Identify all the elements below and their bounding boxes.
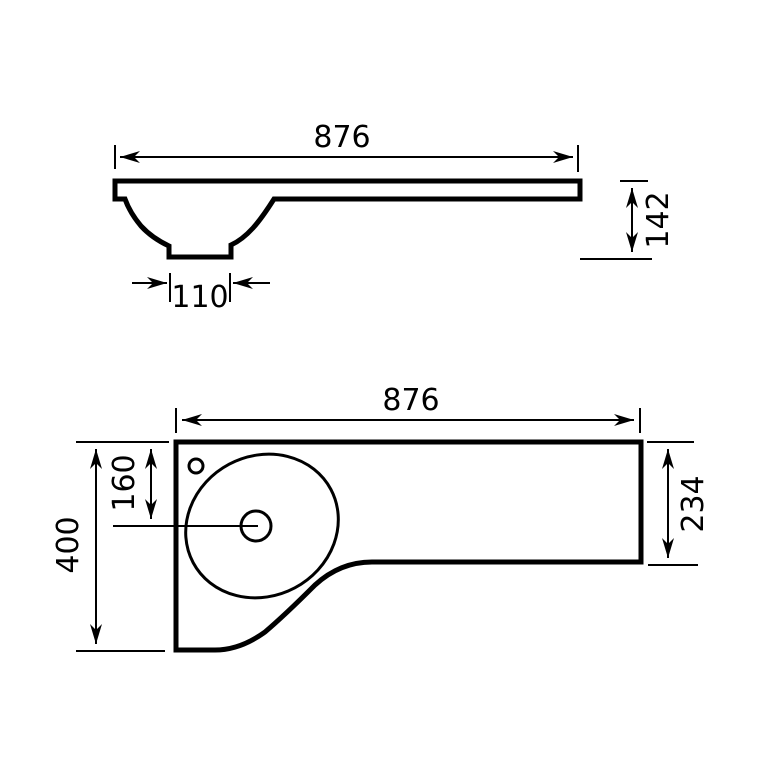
basin-bottom-dimension: 110: [132, 273, 270, 315]
top-outline: [173, 439, 644, 653]
top-view: 876 400 160 234: [51, 383, 711, 653]
waste-offset-label: 160: [107, 454, 142, 511]
top-depth-label: 400: [51, 516, 86, 573]
side-profile-outline: [112, 178, 583, 260]
basin-bottom-label: 110: [171, 280, 228, 315]
tap-hole: [187, 457, 205, 475]
shelf-depth-label: 234: [676, 475, 711, 532]
waste-offset-dimension: 160: [107, 449, 157, 519]
side-height-dimension: 142: [580, 180, 676, 260]
side-height-label: 142: [641, 191, 676, 248]
top-width-label: 876: [382, 383, 439, 418]
side-view: 876 110 142: [112, 120, 676, 315]
top-depth-dimension: 400: [51, 441, 169, 652]
top-width-dimension: 876: [175, 383, 641, 433]
basin-bowl: [184, 452, 340, 600]
side-width-label: 876: [313, 120, 370, 155]
side-width-dimension: 876: [114, 120, 579, 172]
shelf-depth-dimension: 234: [647, 441, 711, 566]
